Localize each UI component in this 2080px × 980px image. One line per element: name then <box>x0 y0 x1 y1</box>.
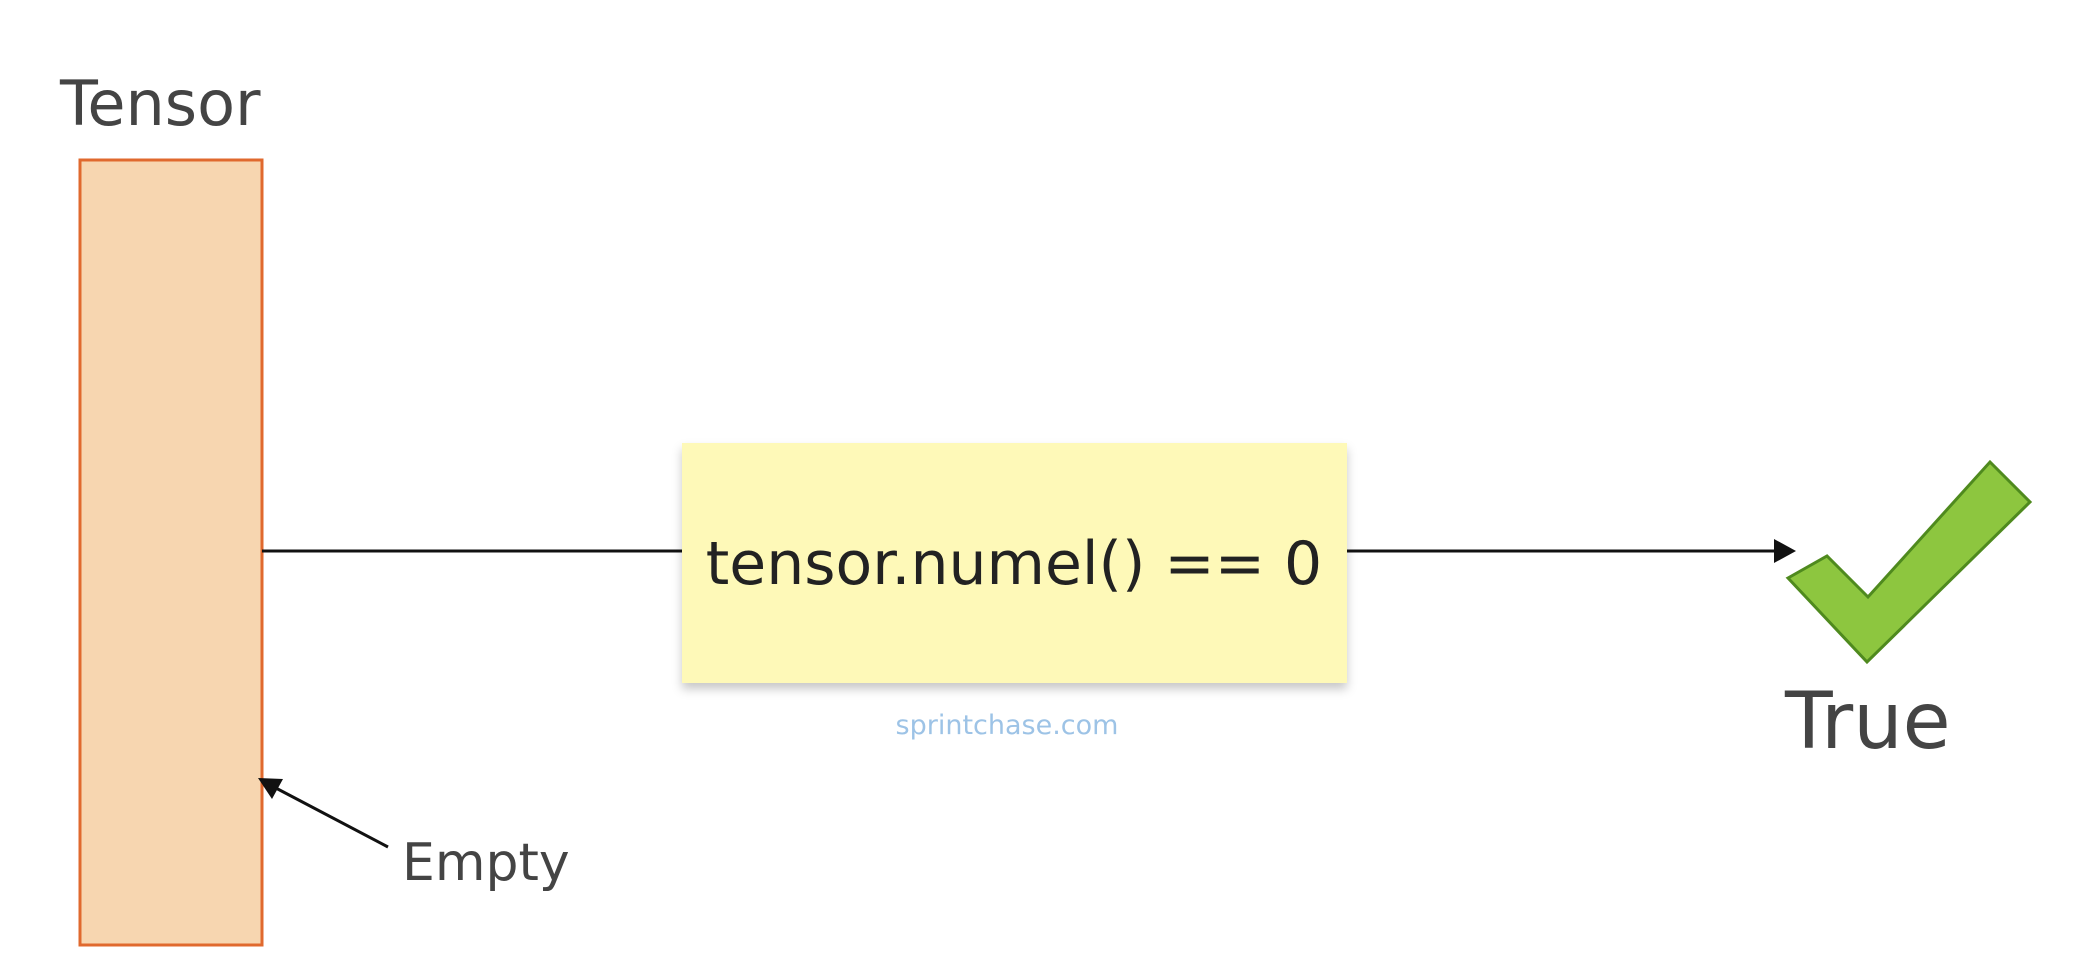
checkmark-icon <box>1785 459 2033 665</box>
result-label: True <box>1784 677 1951 767</box>
arrowhead-icon <box>1774 539 1796 563</box>
empty-pointer-arrowhead-icon <box>258 778 283 799</box>
condition-note <box>682 443 1347 683</box>
empty-pointer-line <box>271 784 389 849</box>
tensor-label: Tensor <box>59 67 261 140</box>
watermark-text: sprintchase.com <box>896 710 1119 741</box>
condition-text: tensor.numel() == 0 <box>706 529 1322 599</box>
empty-label: Empty <box>402 833 570 893</box>
tensor-bar <box>78 158 264 947</box>
